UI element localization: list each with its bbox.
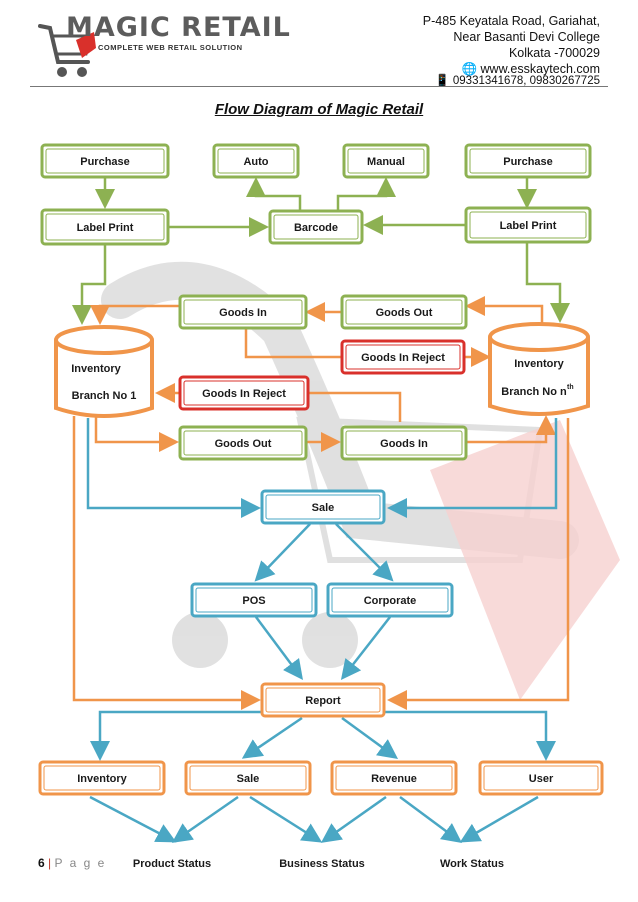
inventory-branch-1-cylinder: Inventory Branch No 1 [54,325,154,418]
pos-label: POS [242,595,265,607]
manual-box: Manual [342,143,430,179]
page-number: 6 [38,856,45,870]
goods-in-bottom-box: Goods In [340,425,468,461]
logo-subtitle: COMPLETE WEB RETAIL SOLUTION [98,43,243,52]
goods-in-bottom-label: Goods In [380,438,428,450]
header-divider [30,86,608,87]
sale-bottom-box: Sale [184,760,312,796]
purchase-left-label: Purchase [80,156,130,168]
work-status-label: Work Status [440,858,504,870]
website-link[interactable]: www.esskaytech.com [480,62,600,76]
inventory-right-sup: th [567,384,574,391]
business-status-label: Business Status [279,858,365,870]
inventory-bottom-label: Inventory [77,773,127,785]
page-word: P a g e [54,856,107,870]
purchase-left-box: Purchase [40,143,170,179]
goods-out-bottom-label: Goods Out [215,438,272,450]
page-separator: | [48,856,52,870]
goods-out-bottom-box: Goods Out [178,425,308,461]
logo-title: MAGIC RETAIL [66,12,291,43]
goods-in-top-box: Goods In [178,294,308,330]
cart-icon [38,24,96,77]
inventory-left-line1: Inventory [71,363,121,375]
purchase-right-box: Purchase [464,143,592,179]
globe-icon: 🌐 [461,62,478,76]
label-print-right-label: Label Print [500,220,557,232]
page-title: Flow Diagram of Magic Retail [214,101,424,118]
product-status-label: Product Status [133,858,211,870]
label-print-left-label: Label Print [77,222,134,234]
mobile-phone-icon: 📱 [435,75,450,87]
corporate-box: Corporate [326,582,454,618]
goods-in-reject-top-label: Goods In Reject [361,352,445,364]
inventory-bottom-box: Inventory [38,760,166,796]
pos-box: POS [190,582,318,618]
corporate-label: Corporate [364,595,417,607]
manual-label: Manual [367,156,405,168]
barcode-label: Barcode [294,222,338,234]
sale-box: Sale [260,489,386,525]
label-print-right-box: Label Print [464,206,592,244]
auto-box: Auto [212,143,300,179]
address-line-3: Kolkata -700029 [508,46,600,60]
user-box: User [478,760,604,796]
barcode-box: Barcode [268,209,364,245]
report-label: Report [305,695,341,707]
inventory-right-line2: Branch No n [501,386,567,398]
phone-numbers: 09331341678, 09830267725 [452,75,600,87]
auto-label: Auto [243,156,268,168]
revenue-label: Revenue [371,773,417,785]
report-box: Report [260,682,386,718]
watermark-cart [101,261,620,700]
goods-in-reject-bottom-box: Goods In Reject [178,375,310,411]
sale-bottom-label: Sale [237,773,260,785]
website-row: 🌐 www.esskaytech.com [461,61,600,77]
goods-in-top-label: Goods In [219,307,267,319]
address-line-1: P-485 Keyatala Road, Gariahat, [422,14,600,28]
page-footer: 6 | P a g e [38,856,106,870]
label-print-left-box: Label Print [40,208,170,246]
sale-label: Sale [312,502,335,514]
address-line-2: Near Basanti Devi College [453,30,600,44]
phone-row: 📱 09331341678, 09830267725 [435,73,600,89]
goods-out-top-box: Goods Out [340,294,468,330]
inventory-branch-n-cylinder: Inventory Branch No n th [488,322,590,416]
user-label: User [529,773,554,785]
inventory-right-line1: Inventory [514,358,564,370]
goods-in-reject-bottom-label: Goods In Reject [202,388,286,400]
inventory-left-line2: Branch No 1 [72,390,137,402]
goods-out-top-label: Goods Out [376,307,433,319]
purchase-right-label: Purchase [503,156,553,168]
goods-in-reject-top-box: Goods In Reject [340,339,466,375]
revenue-box: Revenue [330,760,458,796]
